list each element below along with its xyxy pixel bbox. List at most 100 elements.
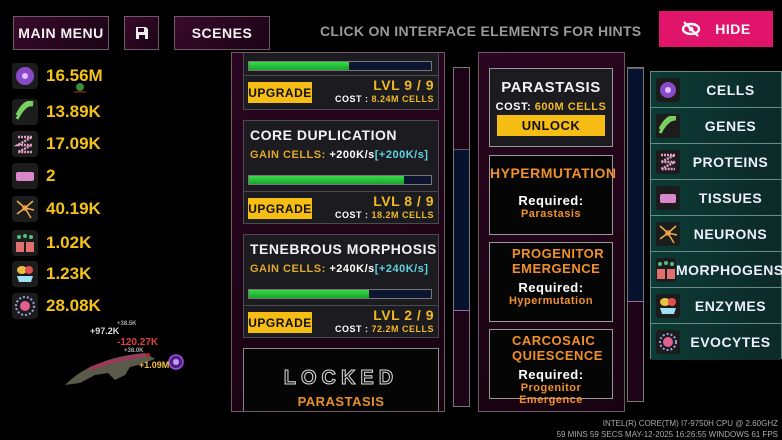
upgrade-title: CORE DUPLICATION <box>250 127 397 143</box>
cost-label: COST: <box>495 101 532 113</box>
evocyte-icon <box>12 293 38 319</box>
resource-morphogens[interactable]: 1.02K <box>12 230 91 256</box>
cost-value: 18.2M CELLS <box>371 210 434 220</box>
upgrade-button[interactable]: UPGRADE <box>248 198 312 219</box>
progress-bar <box>248 175 432 185</box>
nav-tissues[interactable]: TISSUES <box>651 180 781 216</box>
locked-label: LOCKED <box>283 367 399 390</box>
cost-label: COST : <box>334 324 369 334</box>
upgrade-card-core-duplication: CORE DUPLICATION GAIN CELLS: +200K/s[+20… <box>243 120 439 224</box>
cost-value: 72.2M CELLS <box>371 324 434 334</box>
hide-label: HIDE <box>715 21 751 37</box>
cell-icon <box>12 63 38 89</box>
floating-gain: +38.5K <box>117 321 137 327</box>
locked-requirement: PARASTASIS <box>297 394 385 409</box>
resource-cells[interactable]: 16.56M <box>12 63 103 89</box>
upgrade-title: TENEBROUS MORPHOSIS <box>250 241 437 257</box>
enzyme-icon <box>656 293 680 318</box>
resource-neurons[interactable]: 40.19K <box>12 196 101 222</box>
hint-text: CLICK ON INTERFACE ELEMENTS FOR HINTS <box>320 23 642 39</box>
scenes-button[interactable]: SCENES <box>174 16 270 50</box>
nav-label: PROTEINS <box>692 153 769 170</box>
research-card-progenitor-emergence[interactable]: PROGENITOR EMERGENCE Required: Hypermuta… <box>489 242 613 322</box>
resource-value: 16.56M <box>46 66 103 85</box>
gain-bonus: [+200K/s] <box>374 149 429 161</box>
main-menu-button[interactable]: MAIN MENU <box>13 16 109 50</box>
nav-label: EVOCYTES <box>690 334 771 350</box>
evocyte-icon <box>656 330 680 354</box>
unlock-button[interactable]: UNLOCK <box>497 115 605 136</box>
upgrade-button[interactable]: UPGRADE <box>248 312 312 333</box>
resource-evocytes[interactable]: 28.08K <box>12 293 101 319</box>
required-label: Required: <box>518 193 584 208</box>
resource-value: 40.19K <box>46 199 101 218</box>
cost-label: COST : <box>334 210 369 220</box>
required-value: Hypermutation <box>508 295 594 307</box>
status-info: 59 MINS 59 SECS MAY-12-2025 16:26:55 WIN… <box>556 430 778 439</box>
research-scrollbar[interactable] <box>627 67 644 402</box>
nav-morphogens[interactable]: MORPHOGENS <box>651 252 782 288</box>
resource-enzymes[interactable]: 1.23K <box>12 261 91 287</box>
green-cell-icon <box>74 83 86 93</box>
nav-neurons[interactable]: NEURONS <box>651 216 781 252</box>
resource-tissues[interactable]: 2 <box>12 163 55 189</box>
locked-upgrade-card: LOCKED PARASTASIS <box>243 348 439 411</box>
research-title: CARCOSAIC QUIESCENCE <box>512 333 603 363</box>
nav-label: MORPHOGENS <box>676 261 782 278</box>
cost-value: 600M CELLS <box>534 101 607 113</box>
nav-label: TISSUES <box>698 189 763 206</box>
resource-value: 13.89K <box>46 102 101 121</box>
save-button[interactable] <box>124 16 159 50</box>
gain-value: +200K/s <box>329 149 375 161</box>
level-text: LVL 9 / 9 <box>373 77 434 93</box>
upgrade-button[interactable]: UPGRADE <box>248 82 312 103</box>
hide-button[interactable]: HIDE <box>659 11 773 47</box>
upgrade-card-tenebrous-morphosis: TENEBROUS MORPHOSIS GAIN CELLS: +240K/s[… <box>243 234 439 338</box>
resource-value: 28.08K <box>46 296 101 315</box>
nav-enzymes[interactable]: ENZYMES <box>651 288 781 324</box>
cpu-info: INTEL(R) CORE(TM) I7-9750H CPU @ 2.60GHZ <box>602 419 778 428</box>
gain-label: GAIN CELLS: <box>250 263 326 275</box>
creature-sprite[interactable] <box>60 345 165 390</box>
dna-icon <box>656 113 680 138</box>
tissue-icon <box>12 163 38 189</box>
research-card-carcosaic-quiescence[interactable]: CARCOSAIC QUIESCENCE Required: Progenito… <box>489 329 613 406</box>
category-nav: CELLS GENES PROTEINS TISSUES NEURONS MOR… <box>650 71 782 360</box>
level-text: LVL 8 / 9 <box>373 193 434 209</box>
evocyte-orb-icon[interactable] <box>168 354 184 370</box>
scenes-label: SCENES <box>191 25 253 41</box>
level-text: LVL 2 / 9 <box>373 307 434 323</box>
eye-off-icon <box>682 21 701 37</box>
resource-genes[interactable]: 13.89K <box>12 99 101 125</box>
scrollbar-thumb[interactable] <box>454 149 469 311</box>
upgrades-panel[interactable]: UPGRADE LVL 9 / 9 COST : 8.24M CELLS COR… <box>231 52 445 412</box>
neuron-icon <box>656 221 680 246</box>
nav-evocytes[interactable]: EVOCYTES <box>651 324 781 360</box>
progress-bar <box>248 61 432 71</box>
research-card-hypermutation[interactable]: HYPERMUTATION Required: Parastasis <box>489 155 617 235</box>
morphogen-icon <box>12 230 38 256</box>
resource-value: 17.09K <box>46 134 101 153</box>
resource-value: 1.23K <box>46 264 92 283</box>
research-title: PARASTASIS <box>501 79 601 96</box>
enzyme-icon <box>12 261 38 287</box>
floppy-disk-icon <box>135 27 148 39</box>
protein-chain-icon <box>12 131 38 157</box>
required-label: Required: <box>518 367 584 382</box>
cost-label: COST : <box>334 94 369 104</box>
progress-bar <box>248 289 432 299</box>
required-value: Parastasis <box>520 208 582 220</box>
nav-proteins[interactable]: PROTEINS <box>651 144 781 180</box>
nav-cells[interactable]: CELLS <box>651 72 781 108</box>
scrollbar-thumb[interactable] <box>628 68 643 302</box>
dna-icon <box>12 99 38 125</box>
resource-proteins[interactable]: 17.09K <box>12 131 101 157</box>
tissue-icon <box>656 185 680 210</box>
research-panel[interactable]: PARASTASIS COST: 600M CELLS UNLOCK HYPER… <box>478 52 625 412</box>
research-title: HYPERMUTATION <box>490 165 617 181</box>
required-value: Progenitor Emergence <box>519 382 583 406</box>
nav-label: GENES <box>704 117 757 134</box>
upgrades-scrollbar[interactable] <box>453 67 470 407</box>
floating-loss: -120.27K <box>117 337 159 348</box>
nav-genes[interactable]: GENES <box>651 108 781 144</box>
